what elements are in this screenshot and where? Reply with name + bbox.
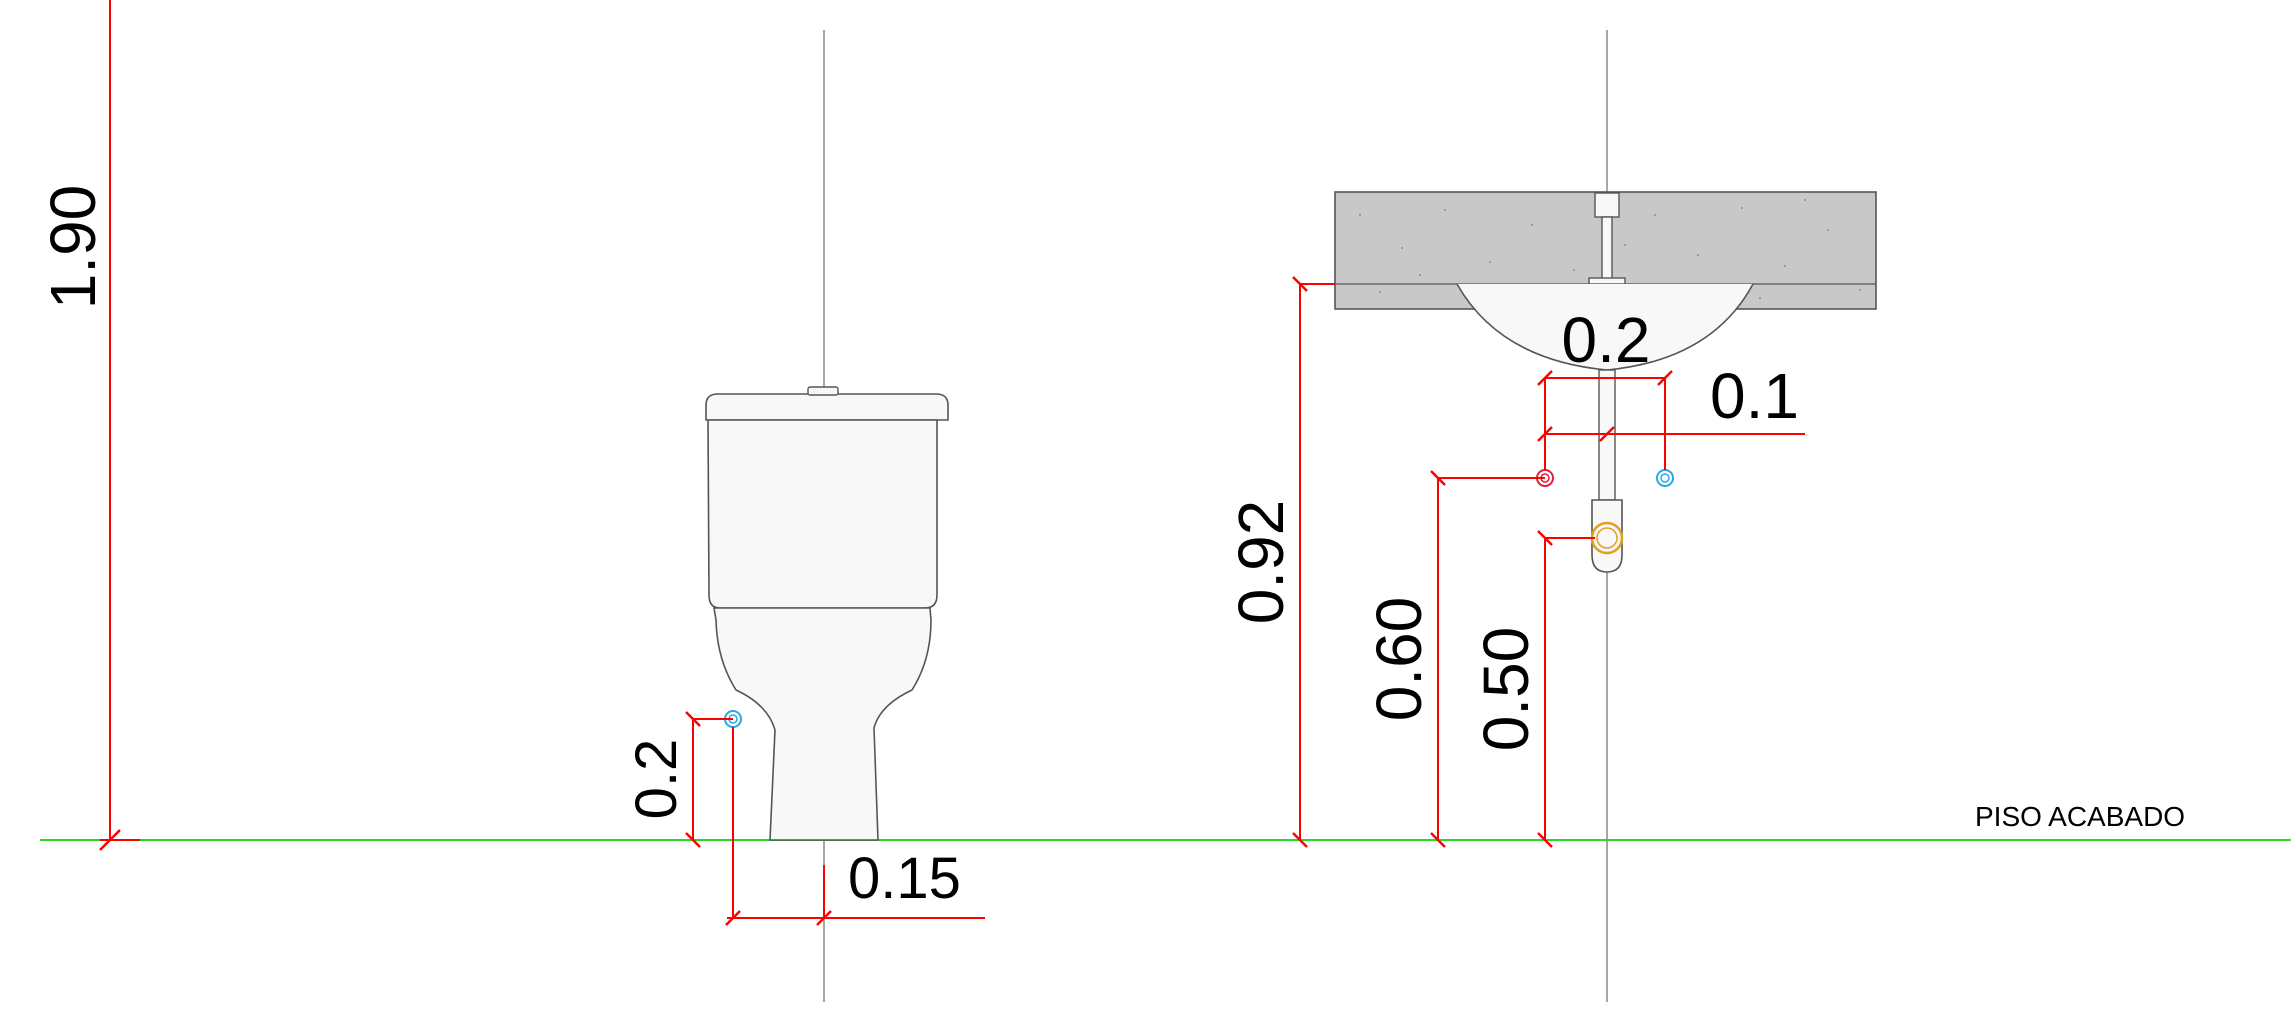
supply-offset-value: 0.1 <box>1710 360 1799 432</box>
floor-label: PISO ACABADO <box>1975 801 2185 832</box>
cold-water-point-icon <box>1656 469 1674 487</box>
toilet-icon <box>705 386 949 841</box>
lavatory-icon <box>1334 191 1877 573</box>
wc-supply-offset-value: 0.15 <box>848 846 961 911</box>
hot-supply-height-value: 0.60 <box>1363 597 1435 722</box>
wall-height-dimension: 1.90 <box>37 0 140 851</box>
wc-supply-offset-dimension: 0.15 <box>725 727 985 926</box>
supply-spacing-value: 0.2 <box>1562 304 1651 376</box>
wall-height-value: 1.90 <box>37 185 109 310</box>
counter-height-value: 0.92 <box>1225 500 1297 625</box>
hot-supply-height-dimension: 0.60 <box>1363 470 1545 848</box>
drain-height-dimension: 0.50 <box>1470 530 1595 848</box>
counter-height-dimension: 0.92 <box>1225 276 1335 848</box>
wc-supply-height-value: 0.2 <box>624 739 689 820</box>
drain-height-value: 0.50 <box>1470 627 1542 752</box>
wc-supply-height-dimension: 0.2 <box>624 711 733 848</box>
supply-spacing-dimension: 0.2 <box>1537 304 1673 470</box>
supply-offset-dimension: 0.1 <box>1537 360 1805 442</box>
